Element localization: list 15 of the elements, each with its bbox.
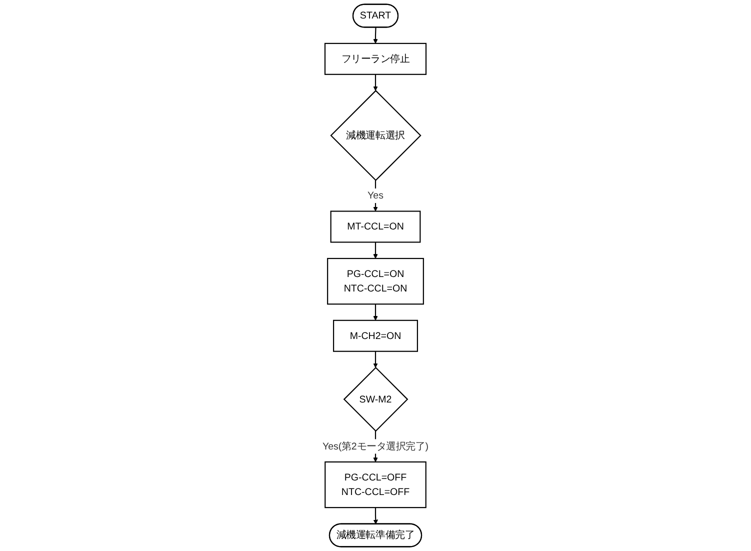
- arrow: [373, 304, 378, 321]
- node-diamond: 減機運転選択: [330, 90, 422, 182]
- arrow: [373, 508, 378, 524]
- edge-label: Yes(第2モータ選択完了): [322, 440, 429, 452]
- node-box: MT-CCL=ON: [330, 210, 421, 243]
- node-box: PG-CCL=ON NTC-CCL=ON: [327, 258, 424, 305]
- node-box: フリーラン停止: [324, 42, 427, 75]
- arrow: [373, 242, 378, 259]
- arrow: [373, 351, 378, 368]
- node-diamond: SW-M2: [343, 366, 408, 432]
- edge-label: Yes: [368, 190, 384, 201]
- arrow: [373, 74, 378, 91]
- node-box: PG-CCL=OFF NTC-CCL=OFF: [324, 461, 426, 508]
- node-box: M-CH2=ON: [333, 320, 418, 352]
- arrow: [373, 27, 378, 44]
